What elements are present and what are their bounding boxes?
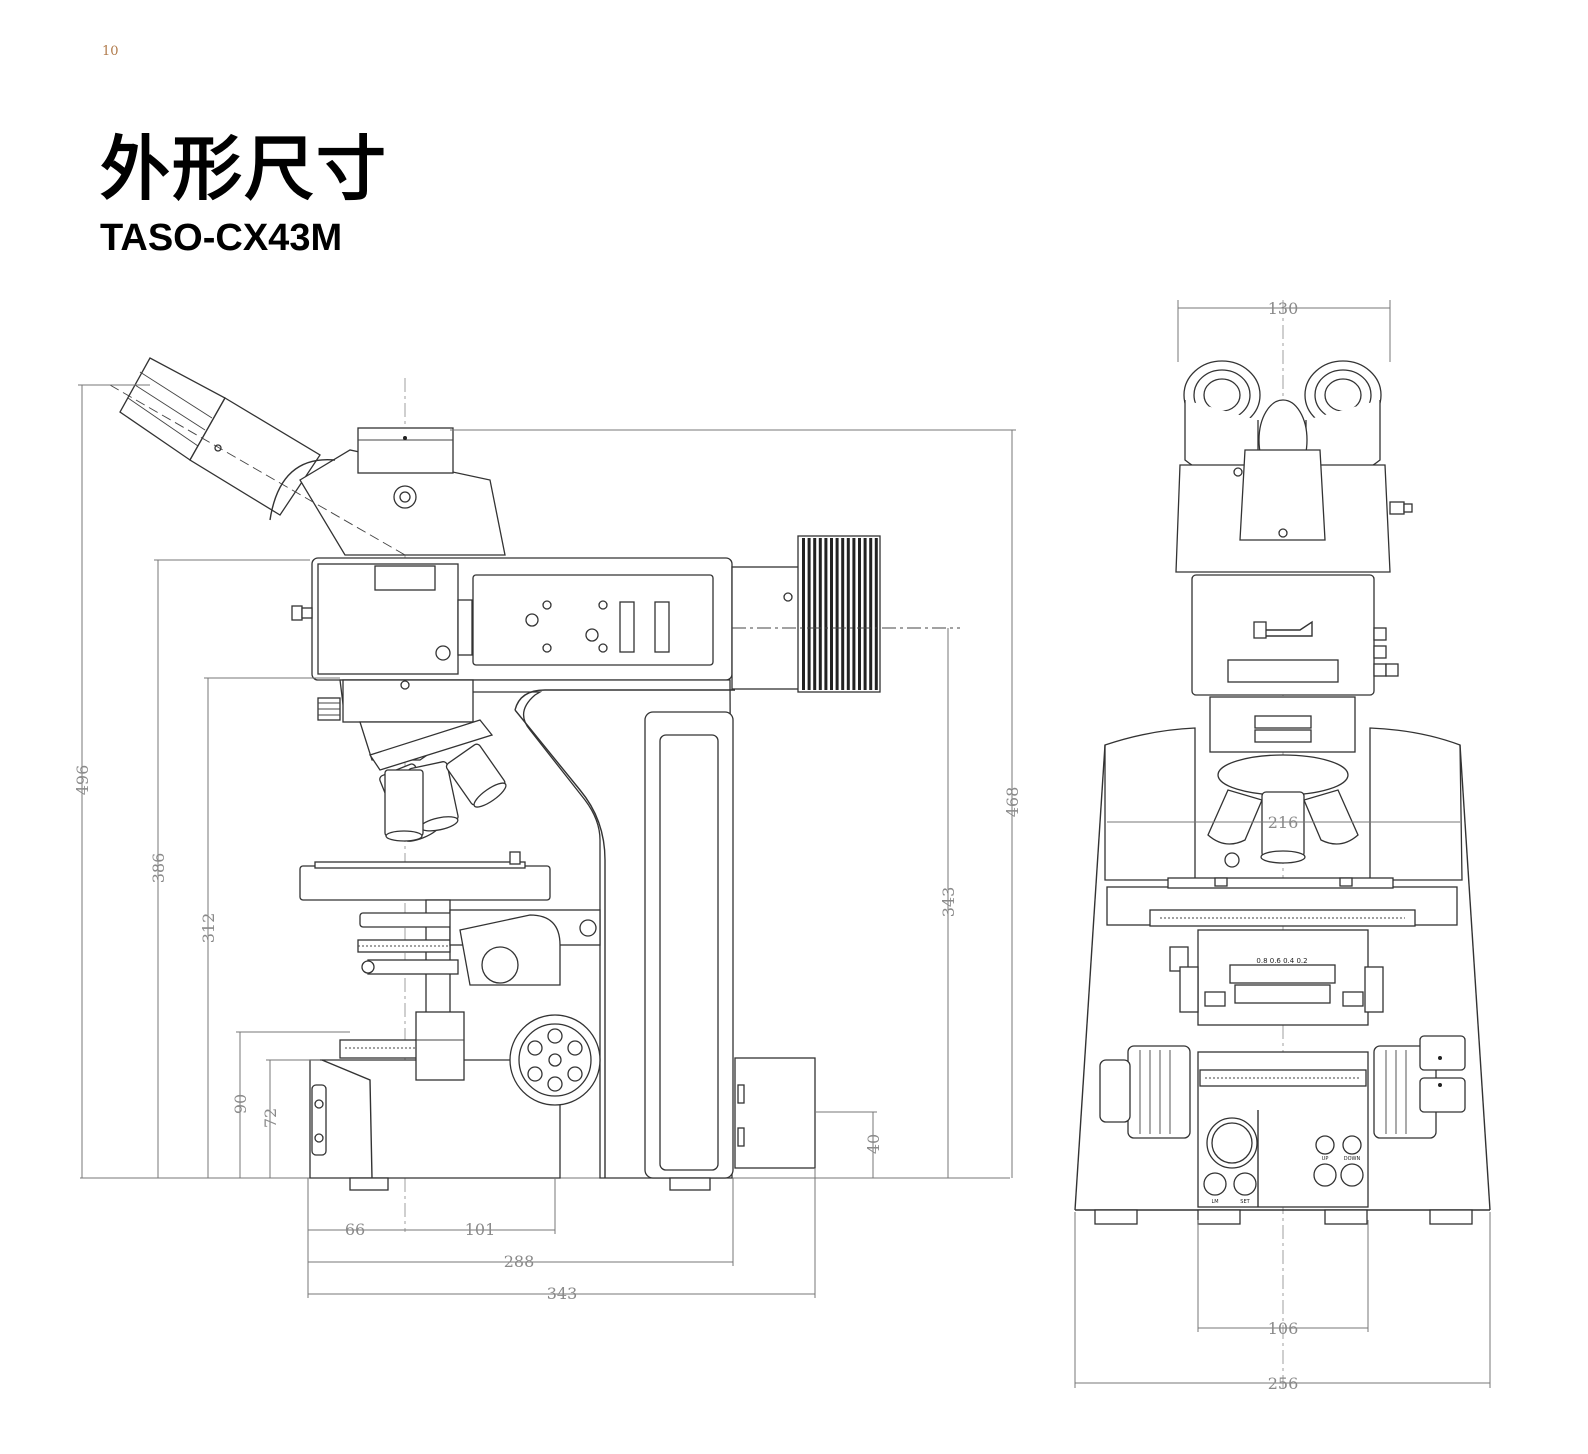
set-button-circle — [1233, 1172, 1257, 1196]
lamp-fin — [818, 538, 822, 690]
front-frame — [1074, 727, 1491, 1211]
front-view-microscope: 0.8 0.6 0.4 0.2 — [1074, 299, 1491, 1393]
dim-40: 40 — [864, 1134, 883, 1154]
lm-button-circle — [1203, 1172, 1227, 1196]
dim-468: 468 — [1003, 787, 1022, 818]
lamp-fin — [852, 538, 856, 690]
page-number: 10 — [102, 44, 119, 59]
dim-343-horizontal: 343 — [547, 1284, 578, 1303]
up-button-label: UP — [1322, 1156, 1329, 1162]
dim-386: 386 — [149, 853, 168, 884]
dim-256: 256 — [1268, 1374, 1299, 1393]
lamp-fin — [807, 538, 811, 690]
dim-90: 90 — [231, 1094, 250, 1114]
microscope-arm — [317, 679, 735, 1179]
binocular-eyepieces — [1175, 360, 1413, 573]
objective-nosepiece — [359, 719, 507, 842]
side-view-microscope: 496 386 312 90 72 468 343 40 66 101 288 … — [73, 357, 1022, 1303]
lamp-fin — [813, 538, 817, 690]
lamp-fin — [802, 538, 805, 690]
dim-496: 496 — [73, 765, 92, 796]
dim-216: 216 — [1268, 813, 1299, 832]
dim-130: 130 — [1268, 299, 1299, 318]
condenser: 0.8 0.6 0.4 0.2 — [1169, 929, 1384, 1026]
side-view-dimension-lines — [78, 384, 1016, 1298]
microscope-base — [309, 1011, 816, 1191]
down-button-label: DOWN — [1344, 1156, 1361, 1162]
front-body — [1191, 574, 1399, 864]
lamp-fin — [835, 538, 839, 690]
dim-343-vertical: 343 — [939, 887, 958, 918]
stage — [299, 851, 601, 1021]
eyepiece-tube — [109, 357, 506, 556]
lamp-fin — [874, 538, 878, 690]
title-block: 外形尺寸 TASO-CX43M — [100, 128, 400, 258]
front-base: UP DOWN LM SET — [1094, 1035, 1473, 1225]
lamp-fin — [863, 538, 867, 690]
lamp-house — [732, 535, 960, 693]
set-button-label: SET — [1240, 1199, 1250, 1205]
lamp-fin — [824, 538, 828, 690]
lamp-fin — [858, 538, 861, 690]
condenser-scale: 0.8 0.6 0.4 0.2 — [1256, 957, 1307, 965]
lamp-fin — [841, 538, 845, 690]
dim-106: 106 — [1268, 1319, 1299, 1338]
dim-66: 66 — [345, 1220, 365, 1239]
dim-101: 101 — [465, 1220, 496, 1239]
page-title: 外形尺寸 — [100, 128, 388, 210]
illuminator-housing — [291, 557, 803, 690]
lamp-fin — [846, 538, 850, 690]
lamp-fin — [830, 538, 833, 690]
dim-72: 72 — [261, 1108, 280, 1128]
model-name: TASO-CX43M — [100, 217, 343, 259]
lamp-fin — [869, 538, 873, 690]
front-view-dimension-lines — [1074, 300, 1491, 1388]
lm-button-label: LM — [1211, 1199, 1218, 1205]
dim-288: 288 — [504, 1252, 535, 1271]
dim-312: 312 — [199, 913, 218, 944]
